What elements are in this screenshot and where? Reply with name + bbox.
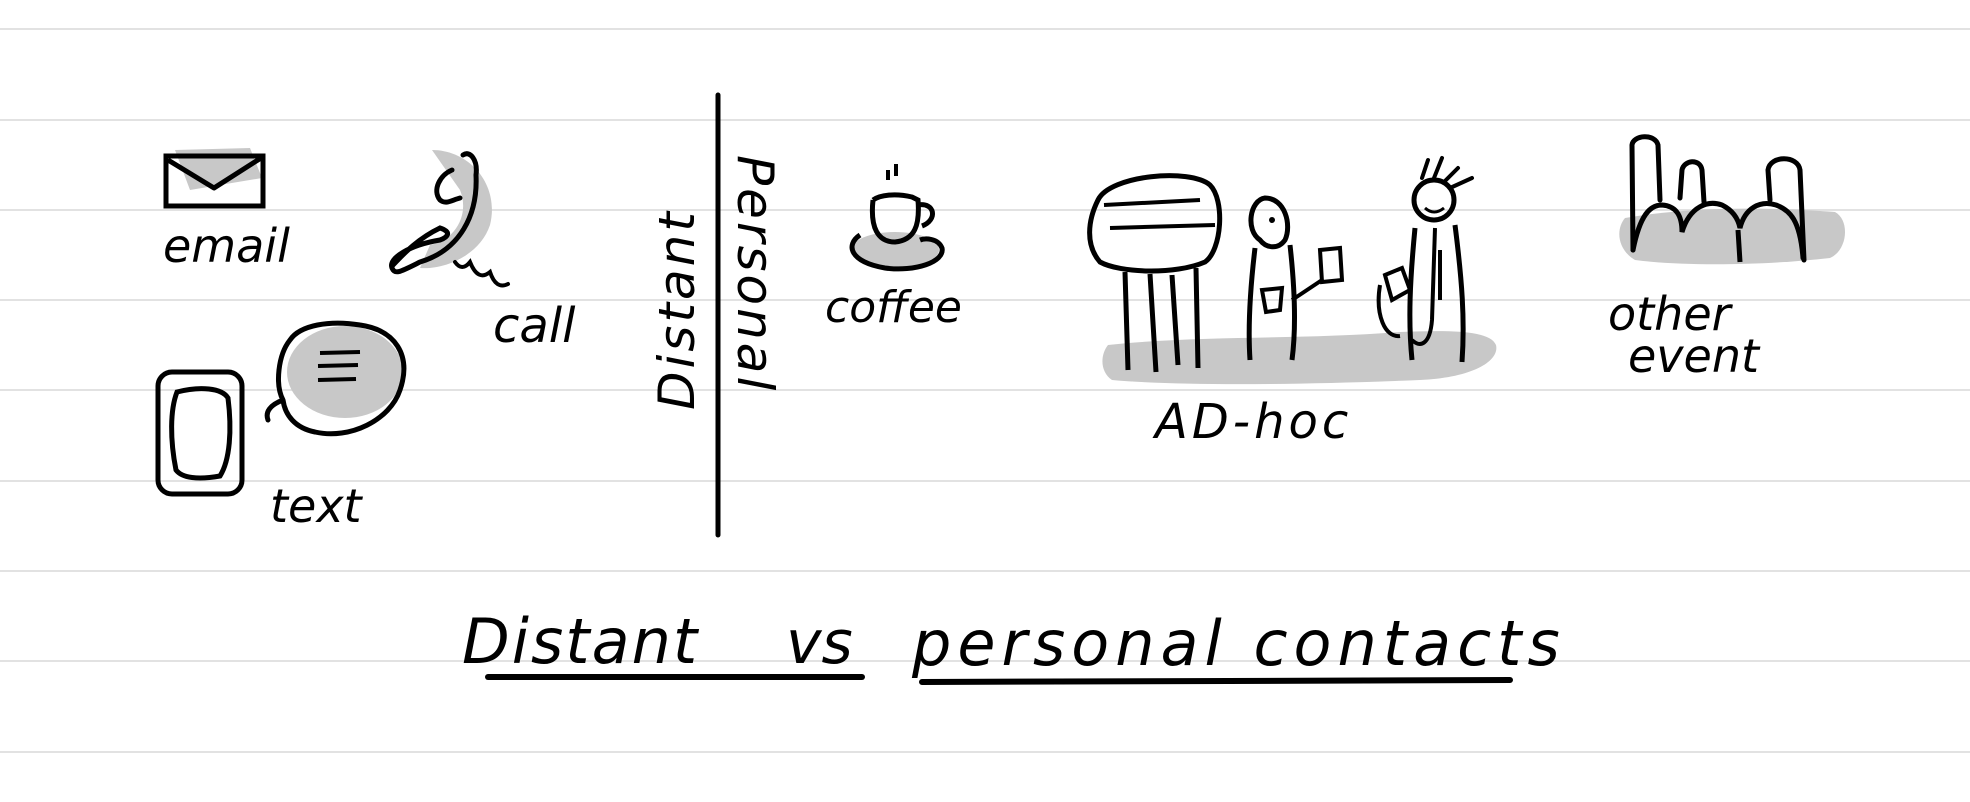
caption-distant: Distant — [462, 605, 700, 678]
text-label: text — [270, 479, 364, 533]
personal-side-label: Personal — [726, 155, 784, 393]
adhoc-label: AD-hoc — [1152, 394, 1352, 450]
call-label: call — [493, 298, 576, 354]
caption-underline-right — [919, 677, 1513, 685]
email-label: email — [163, 219, 290, 273]
other-event-label-line2: event — [1628, 329, 1761, 383]
other-event-label-line1: other — [1608, 287, 1734, 341]
text-message-icon — [155, 320, 407, 497]
adhoc-gathering-icon — [1087, 156, 1497, 385]
distant-side-label: Distant — [648, 209, 706, 410]
phone-icon — [389, 150, 510, 288]
caption-personal-contacts: personal contacts — [911, 607, 1566, 680]
coffee-label: coffee — [825, 282, 962, 333]
email-icon — [163, 148, 266, 209]
audience-icon — [1619, 134, 1846, 265]
caption-vs: vs — [786, 608, 853, 678]
coffee-cup-icon — [849, 164, 945, 272]
